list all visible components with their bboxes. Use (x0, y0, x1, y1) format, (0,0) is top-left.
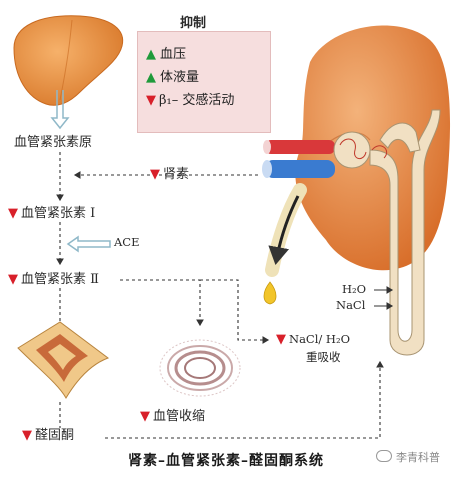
inhibit-item-fluid-volume: ▲体液量 (146, 70, 200, 85)
label-h2o: H₂O (342, 282, 367, 296)
nephron-illustration (333, 109, 441, 356)
label-reabsorption: 重吸收 (306, 350, 341, 364)
label-vasoconstriction: ▼血管收缩 (140, 409, 206, 424)
diagram-caption: 肾素–血管紧张素–醛固酮系统 (128, 453, 324, 469)
label-renin: ▼肾素 (150, 167, 190, 182)
urine-drop (263, 281, 277, 305)
artery (265, 140, 335, 154)
liver-illustration (13, 15, 124, 106)
watermark: 李青科普 (376, 449, 440, 465)
kidney-illustration (295, 25, 451, 271)
inhibition-box (137, 31, 271, 133)
inhibit-item-blood-pressure: ▲血压 (146, 47, 187, 62)
arrow-down-icon: ▼ (8, 206, 18, 221)
label-nacl-h2o: ▼NaCl/ H₂O (276, 332, 350, 347)
arrow-down-icon: ▼ (22, 428, 32, 443)
label-angiotensin-1: ▼血管紧张素 Ⅰ (8, 206, 96, 221)
wechat-icon (376, 450, 392, 462)
liver-arrow (50, 90, 70, 130)
vein (265, 160, 335, 178)
arrow-down-icon: ▼ (8, 272, 18, 287)
arrow-up-icon: ▲ (146, 70, 156, 85)
arrow-down-icon: ▼ (150, 167, 160, 182)
vessel-cross-section (159, 339, 241, 397)
label-nacl: NaCl (336, 298, 366, 312)
arrow-down-icon: ▼ (146, 93, 156, 108)
label-aldosterone: ▼醛固酮 (22, 428, 75, 443)
ace-arrow (66, 235, 111, 253)
label-ace: ACE (114, 235, 140, 249)
label-angiotensin-2: ▼血管紧张素 Ⅱ (8, 272, 99, 287)
arrow-up-icon: ▲ (146, 47, 156, 62)
inhibit-item-sympathetic: ▼β₁– 交感活动 (146, 93, 235, 108)
inhibition-title: 抑制 (180, 16, 207, 31)
label-angiotensinogen: 血管紧张素原 (14, 135, 93, 150)
arrow-down-icon: ▼ (276, 332, 286, 347)
arrow-down-icon: ▼ (140, 409, 150, 424)
